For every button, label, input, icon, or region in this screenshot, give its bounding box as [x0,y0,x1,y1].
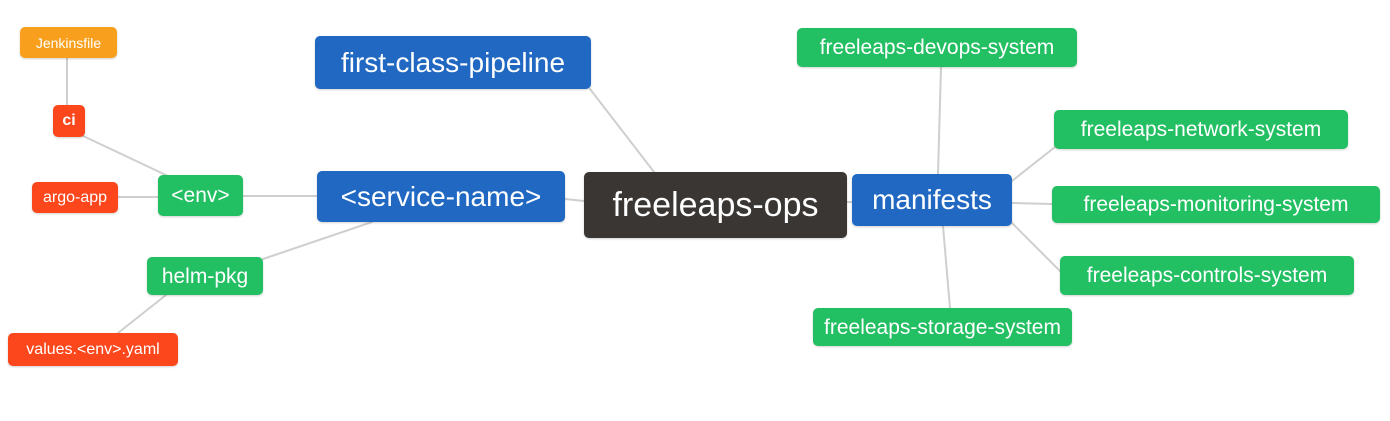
node-first-class-pipeline[interactable]: first-class-pipeline [315,36,591,89]
node-freeleaps-network-system[interactable]: freeleaps-network-system [1054,110,1348,149]
node-manifests[interactable]: manifests [852,174,1012,226]
edge-ci-to-env [80,134,169,177]
node-jenkinsfile[interactable]: Jenkinsfile [20,27,117,58]
node-freeleaps-storage-system[interactable]: freeleaps-storage-system [813,308,1072,346]
node-freeleaps-ops[interactable]: freeleaps-ops [584,172,847,238]
node-service-name[interactable]: <service-name> [317,171,565,222]
node-argo-app[interactable]: argo-app [32,182,118,213]
node-env[interactable]: <env> [158,175,243,216]
edge-service-name-to-freeleaps-ops [564,198,585,202]
edge-service-name-to-helm-pkg [262,221,373,260]
edge-manifests-to-freeleaps-network-system [1011,146,1056,182]
edge-manifests-to-freeleaps-monitoring-system [1011,202,1053,205]
edge-helm-pkg-to-values-env-yaml [117,294,167,334]
edge-manifests-to-freeleaps-storage-system [942,225,951,309]
node-helm-pkg[interactable]: helm-pkg [147,257,263,295]
edge-manifests-to-freeleaps-devops-system [937,66,942,175]
node-freeleaps-controls-system[interactable]: freeleaps-controls-system [1060,256,1354,295]
node-freeleaps-devops-system[interactable]: freeleaps-devops-system [797,28,1077,67]
edge-first-class-pipeline-to-freeleaps-ops [589,88,655,173]
node-ci[interactable]: ci [53,105,85,137]
edge-manifests-to-freeleaps-controls-system [1010,221,1061,272]
node-values-env-yaml[interactable]: values.<env>.yaml [8,333,178,366]
node-freeleaps-monitoring-system[interactable]: freeleaps-monitoring-system [1052,186,1380,223]
